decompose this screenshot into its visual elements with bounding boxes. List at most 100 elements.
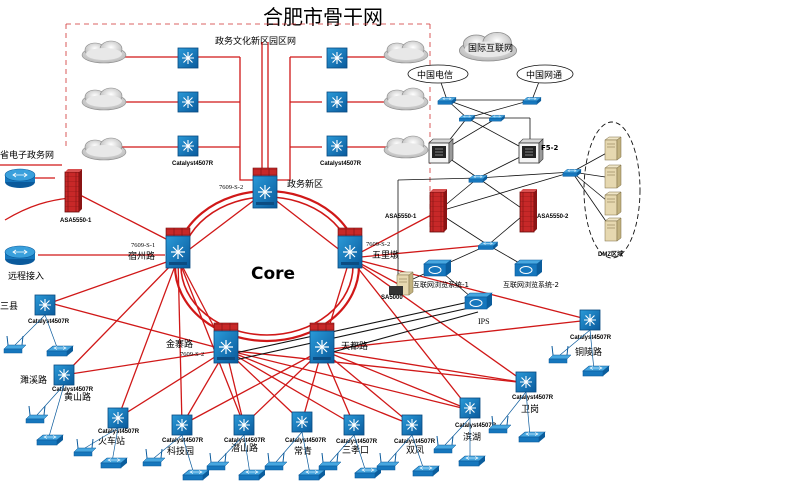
core-node-model: 7609-S-2 — [219, 184, 243, 191]
browse1-label: 互联网浏览系统-1 — [413, 280, 469, 289]
campus-cloud-left-1 — [81, 40, 127, 64]
campus-cloud-left-2 — [81, 87, 127, 111]
branch-name: 濉溪路 — [20, 374, 47, 386]
edge-router-left — [437, 97, 457, 105]
asa-left-label: ASA5550-1 — [60, 218, 92, 224]
branch-name: 常青 — [294, 445, 312, 457]
branch-switch — [515, 371, 537, 393]
branch-access-switch — [412, 465, 440, 477]
branch-access-switch — [182, 469, 210, 481]
campus-cloud-right-2 — [383, 87, 429, 111]
branch-switch — [579, 309, 601, 331]
core-node-name: 天都路 — [341, 340, 368, 352]
branch-name: 潜山路 — [231, 442, 258, 454]
dmz-switch — [562, 169, 582, 177]
inner-switch — [468, 175, 488, 183]
branch-switch — [34, 294, 56, 316]
core-node-wulidun — [337, 227, 363, 269]
prov-gov-label: 省电子政务网 — [0, 149, 54, 161]
campus-switch-label: Catalyst4507R — [320, 161, 362, 167]
branch-switch — [53, 364, 75, 386]
campus-cloud-right-3 — [383, 135, 429, 159]
branch-access-switch — [36, 434, 64, 446]
dmz-server — [604, 136, 622, 161]
campus-cloud-right-1 — [383, 40, 429, 64]
f5-label: F5-2 — [541, 144, 559, 152]
ips-links — [225, 299, 479, 363]
branch-switch — [459, 397, 481, 419]
branch-name: 双凤 — [406, 445, 424, 456]
dmz-server — [604, 217, 622, 242]
campus-switch — [177, 135, 199, 157]
core-node-jinzhai — [213, 322, 239, 364]
edge-router-right — [522, 97, 542, 105]
prov-router — [4, 168, 36, 189]
sa5000-laptop — [389, 286, 403, 295]
internet-red-links — [349, 211, 489, 286]
branch-model: Catalyst4507R — [28, 319, 70, 325]
branch-name: 黄山路 — [64, 391, 91, 403]
branch-model: Catalyst4507R — [285, 438, 327, 444]
browse-system-1 — [423, 259, 452, 277]
core-node-name: 政务新区 — [287, 178, 323, 190]
prov-link — [4, 197, 71, 221]
f5-loadbalancer-1 — [428, 138, 454, 164]
branch-switch — [171, 414, 193, 436]
branch-model: Catalyst4507R — [162, 438, 204, 444]
branch-access-switch — [238, 469, 266, 481]
branch-name: 铜陵路 — [575, 346, 602, 358]
branch-name: 科技园 — [167, 445, 194, 457]
browse2-label: 互联网浏览系统-2 — [503, 280, 559, 289]
campus-switch — [177, 91, 199, 113]
branch-model: Catalyst4507R — [336, 439, 378, 445]
branch-access-ap — [142, 448, 166, 467]
browse-switch — [477, 241, 499, 250]
asa-firewall-2 — [519, 188, 538, 233]
ips-device — [464, 292, 493, 310]
branch-name: 火车站 — [98, 435, 125, 447]
internet-cloud-label: 国际互联网 — [468, 43, 513, 54]
branch-access-switch — [518, 431, 546, 443]
campus-switch — [326, 47, 348, 69]
branch-switch — [291, 411, 313, 433]
dmz-label: DMZ区域 — [598, 250, 623, 258]
core-node-model: 7609-S-2 — [366, 241, 390, 248]
telecom-oval — [407, 64, 469, 84]
branch-model: Catalyst4507R — [98, 429, 140, 435]
branch-name: 滨湖 — [463, 431, 481, 443]
campus-switch — [177, 47, 199, 69]
dmz-boundary — [583, 121, 641, 259]
edge-switch — [488, 114, 506, 122]
branch-links — [49, 191, 591, 426]
branch-access-ap — [73, 438, 97, 457]
core-node-model: 7609-S-1 — [131, 242, 155, 249]
branch-switch — [343, 414, 365, 436]
branch-model: Catalyst4507R — [52, 387, 94, 393]
core-node-tiandu — [309, 322, 335, 364]
sa5000-label: SA5000 — [381, 295, 403, 301]
asa2-label: ASA5550-2 — [537, 214, 569, 220]
branch-model: Catalyst4507R — [512, 395, 554, 401]
asa-firewall-1 — [429, 188, 448, 233]
campus-switch — [326, 135, 348, 157]
asa-core-link — [79, 194, 169, 241]
branch-access-switch — [46, 345, 74, 357]
branch-name: 卫岗 — [521, 404, 539, 415]
dmz-server — [604, 191, 622, 216]
branch-access-switch — [298, 469, 326, 481]
campus-label: 政务文化新区园区网 — [215, 35, 296, 47]
branch-switch — [107, 407, 129, 429]
branch-switch — [233, 414, 255, 436]
campus-cloud-left-3 — [81, 137, 127, 161]
asa-left-firewall — [64, 168, 83, 213]
ips-label: IPS — [478, 317, 490, 326]
remote-router — [4, 245, 36, 266]
diagram-title: 合肥市骨干网 — [263, 5, 383, 29]
campus-links — [122, 42, 392, 181]
dmz-server — [604, 164, 622, 189]
core-node-name: 五里墩 — [372, 249, 399, 261]
core-node-model: 7609-S-2 — [180, 351, 204, 358]
core-node-name: 宿州路 — [128, 250, 155, 262]
remote-label: 远程接入 — [8, 270, 44, 282]
